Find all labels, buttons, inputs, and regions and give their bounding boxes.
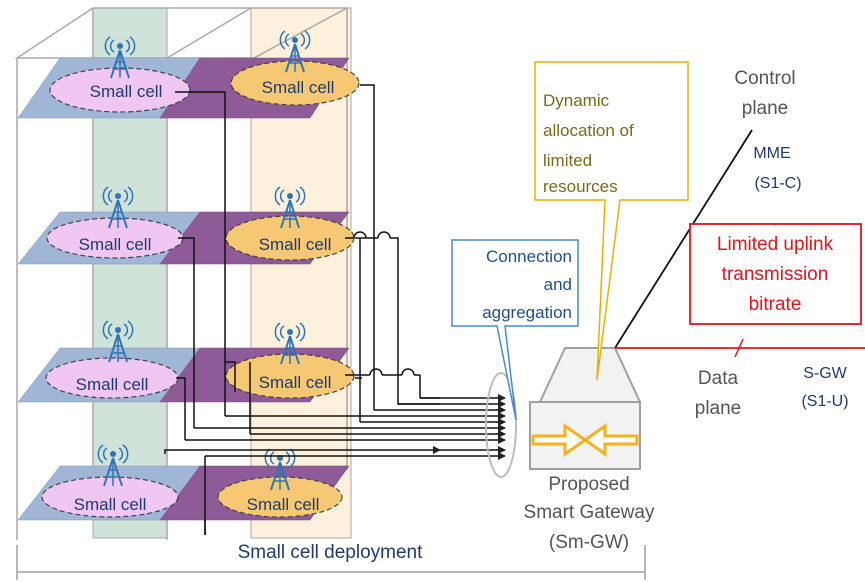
gateway-label-1: Proposed <box>548 474 629 495</box>
connection-line-3: aggregation <box>482 303 572 322</box>
dynamic-line-4: resources <box>543 177 618 196</box>
small-cell-2a: Small cell <box>46 186 184 259</box>
sgw-interface-label: (S1-U) <box>801 393 848 410</box>
small-cell-label: Small cell <box>76 375 149 394</box>
connection-lines <box>164 84 441 535</box>
data-plane-label-1: Data <box>698 368 739 389</box>
data-plane-label-2: plane <box>695 398 742 419</box>
connection-aggregation-callout: Connection and aggregation <box>451 239 579 421</box>
small-cell-1b: Small cell <box>230 30 360 106</box>
control-plane-label-1: Control <box>734 68 795 89</box>
gateway-label-2: Smart Gateway <box>524 502 655 523</box>
sgw-label: S-GW <box>803 365 847 382</box>
dynamic-allocation-callout: Dynamic allocation of limited resources <box>534 61 689 381</box>
connection-line-1: Connection <box>486 247 572 266</box>
limited-line-2: transmission <box>722 264 829 285</box>
deployment-bracket <box>16 545 646 580</box>
aggregation-ellipse <box>485 372 517 478</box>
control-plane-label-2: plane <box>742 98 789 119</box>
dynamic-line-2: allocation of <box>543 121 634 140</box>
small-cell-3a: Small cell <box>45 320 179 399</box>
small-cell-label: Small cell <box>74 495 147 514</box>
floors: Small cell Small cell Small cell Small c… <box>17 30 360 521</box>
limited-line-1: Limited uplink <box>717 234 834 255</box>
dynamic-line-1: Dynamic <box>543 91 610 110</box>
small-cell-1a: Small cell <box>49 36 191 113</box>
control-plane-line <box>614 129 753 349</box>
arrows-to-gateway <box>184 352 506 535</box>
connection-line-2: and <box>544 275 572 294</box>
mme-label: MME <box>753 145 790 162</box>
limited-line-3: bitrate <box>749 294 802 315</box>
small-cell-4a: Small cell <box>41 444 179 518</box>
small-cell-label: Small cell <box>90 82 163 101</box>
small-cell-4b: Small cell <box>217 448 343 518</box>
limited-uplink-box: Limited uplink transmission bitrate <box>689 223 862 325</box>
floor-4: Small cell Small cell <box>17 444 350 521</box>
floor-1: Small cell Small cell <box>17 30 360 119</box>
floor-3: Small cell Small cell <box>17 320 355 403</box>
deployment-label: Small cell deployment <box>238 542 424 563</box>
mme-interface-label: (S1-C) <box>754 175 801 192</box>
data-plane-tick <box>734 338 744 358</box>
floor-2: Small cell Small cell <box>17 186 355 265</box>
small-cell-label: Small cell <box>262 78 335 97</box>
small-cell-label: Small cell <box>79 235 152 254</box>
gateway-arrows-icon <box>531 423 639 457</box>
smart-gateway <box>529 347 642 470</box>
small-cell-label: Small cell <box>247 495 320 514</box>
small-cell-3b: Small cell <box>225 322 355 399</box>
gateway-label-3: (Sm-GW) <box>549 532 629 553</box>
small-cell-label: Small cell <box>259 373 332 392</box>
dynamic-line-3: limited <box>543 151 592 170</box>
small-cell-label: Small cell <box>259 235 332 254</box>
